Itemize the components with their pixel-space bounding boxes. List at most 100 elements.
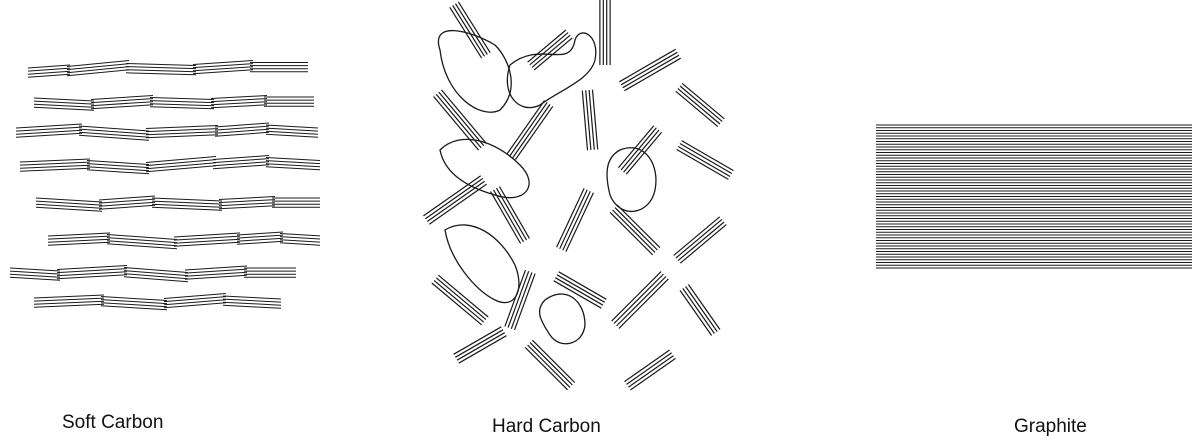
hard-carbon-layer-line: [438, 275, 488, 317]
hard-carbon-layer-line: [618, 126, 653, 168]
soft-carbon-layer-line: [28, 65, 70, 68]
hard-carbon-layer-line: [619, 279, 669, 329]
soft-carbon-structure-diagram: [0, 0, 320, 400]
soft-carbon-layer-line: [34, 298, 104, 301]
soft-carbon-layer-line: [150, 104, 214, 106]
hard-carbon-layer-line: [436, 278, 486, 320]
soft-carbon-layer-line: [150, 101, 214, 103]
soft-carbon-layer-line: [152, 198, 222, 201]
hard-carbon-layer-line: [450, 7, 482, 58]
hard-carbon-layer-line: [423, 176, 480, 216]
soft-carbon-layer-line: [223, 305, 281, 308]
graphite-label: Graphite: [1014, 416, 1087, 438]
graphite-panel: Graphite: [860, 0, 1192, 446]
soft-carbon-layer-line: [266, 131, 318, 134]
hard-carbon-layer-line: [497, 188, 527, 240]
soft-carbon-layer-line: [34, 301, 104, 304]
hard-carbon-layer-line: [566, 193, 594, 252]
hard-carbon-layer-line: [688, 285, 720, 330]
soft-carbon-layer-line: [126, 73, 196, 75]
hard-carbon-layer-line: [429, 184, 486, 224]
hard-carbon-layer-line: [678, 147, 730, 177]
soft-carbon-layer-line: [34, 104, 94, 107]
soft-carbon-layer-line: [126, 64, 196, 66]
hard-carbon-layer-line: [441, 90, 486, 144]
soft-carbon-layer-line: [223, 299, 281, 302]
hard-carbon-layer-line: [678, 89, 720, 124]
hard-carbon-layer-line: [621, 128, 656, 170]
hard-carbon-layer-line: [676, 219, 722, 258]
soft-carbon-layer-line: [48, 239, 110, 242]
hard-carbon-layer-line: [499, 187, 529, 239]
hard-carbon-layer-line: [680, 290, 712, 335]
hard-carbon-layer-line: [628, 356, 673, 388]
soft-carbon-layer-line: [146, 135, 218, 138]
hard-carbon-layer-line: [614, 274, 664, 324]
soft-carbon-layer-line: [67, 64, 129, 70]
hard-carbon-layer-line: [439, 92, 484, 146]
soft-carbon-layer-line: [10, 274, 60, 277]
soft-carbon-layer-line: [219, 200, 275, 203]
soft-carbon-layer-line: [211, 96, 267, 99]
soft-carbon-layer-line: [150, 107, 214, 109]
hard-carbon-layer-line: [677, 149, 729, 179]
soft-carbon-layer-line: [223, 302, 281, 305]
hard-carbon-layer-line: [613, 210, 655, 252]
hard-carbon-layer-line: [612, 272, 662, 322]
soft-carbon-layer-line: [266, 161, 320, 164]
soft-carbon-layer-line: [34, 107, 94, 110]
soft-carbon-layer-line: [280, 243, 320, 246]
soft-carbon-layer-line: [237, 241, 283, 244]
soft-carbon-layer-line: [152, 207, 222, 210]
hard-carbon-layer-line: [457, 333, 505, 361]
soft-carbon-layer-line: [67, 61, 129, 67]
soft-carbon-layer-line: [146, 129, 218, 132]
soft-carbon-layer-line: [266, 158, 320, 161]
hard-carbon-layer-line: [680, 86, 722, 121]
hard-carbon-layer-line: [554, 281, 602, 309]
hard-carbon-layer-line: [678, 222, 724, 261]
soft-carbon-layer-line: [126, 70, 196, 72]
soft-carbon-layer-line: [146, 157, 216, 163]
graphite-structure-diagram: [860, 0, 1192, 400]
hard-carbon-layer-line: [530, 343, 572, 385]
soft-carbon-panel: Soft Carbon: [0, 0, 320, 446]
hard-carbon-layer-line: [626, 132, 661, 174]
soft-carbon-layer-line: [211, 105, 267, 108]
hard-carbon-layer-line: [555, 278, 603, 306]
soft-carbon-layer-line: [20, 162, 90, 165]
hard-carbon-boundary-curve: [540, 294, 585, 344]
soft-carbon-layer-line: [237, 235, 283, 238]
soft-carbon-layer-line: [20, 168, 90, 171]
hard-carbon-layer-line: [491, 192, 521, 244]
hard-carbon-layer-line: [617, 277, 667, 327]
soft-carbon-layer-line: [211, 102, 267, 105]
hard-carbon-layer-line: [563, 191, 591, 250]
hard-carbon-layer-line: [530, 33, 568, 65]
soft-carbon-layer-line: [146, 160, 216, 166]
soft-carbon-layer-line: [219, 203, 275, 206]
hard-carbon-layer-line: [676, 91, 718, 126]
hard-carbon-layer-line: [630, 358, 675, 390]
hard-carbon-layer-line: [621, 52, 677, 85]
soft-carbon-layer-line: [20, 165, 90, 168]
soft-carbon-layer-line: [219, 206, 275, 209]
soft-carbon-layer-line: [28, 71, 70, 74]
soft-carbon-label: Soft Carbon: [62, 412, 163, 434]
soft-carbon-layer-line: [152, 204, 222, 207]
soft-carbon-layer-line: [10, 271, 60, 274]
soft-carbon-layer-line: [146, 163, 216, 169]
hard-carbon-layer-line: [528, 30, 566, 62]
hard-carbon-layer-line: [682, 141, 734, 171]
hard-carbon-layer-line: [528, 345, 570, 387]
hard-carbon-layer-line: [459, 336, 507, 364]
soft-carbon-layer-line: [20, 159, 90, 162]
soft-carbon-layer-line: [10, 277, 60, 280]
soft-carbon-layer-line: [126, 67, 196, 69]
hard-carbon-layer-line: [454, 327, 502, 355]
hard-carbon-layer-line: [682, 83, 724, 118]
soft-carbon-layer-line: [48, 242, 110, 245]
hard-carbon-layer-line: [427, 181, 484, 221]
hard-carbon-layer-line: [557, 275, 605, 303]
hard-carbon-structure-diagram: [400, 0, 760, 400]
